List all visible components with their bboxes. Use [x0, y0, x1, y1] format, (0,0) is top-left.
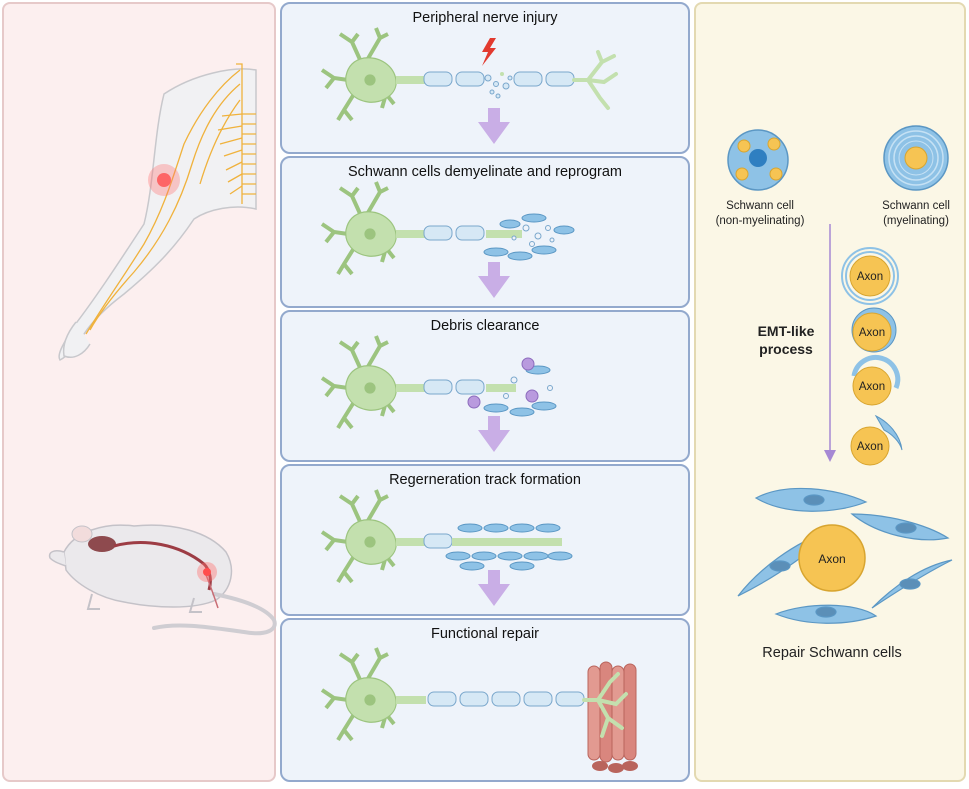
myelin-debris [511, 224, 555, 247]
macrophages [467, 357, 539, 409]
myelin-sheaths [427, 691, 585, 707]
myelinating-schwann-cell [883, 125, 949, 191]
axon-label: Axon [857, 441, 883, 453]
repair-schwann-cells-label: Repair Schwann cells [762, 645, 902, 661]
panel-title: Schwann cells demyelinate and reprogram [347, 164, 623, 180]
injury-spot [157, 173, 171, 187]
rat-illustration [48, 524, 277, 636]
down-arrow-icon [478, 416, 510, 452]
emt-process-label: EMT-like process [746, 322, 826, 358]
panel-track-formation: Regerneration track formation [280, 464, 690, 616]
panel-title: Debris clearance [430, 318, 540, 334]
injury-illustration [320, 27, 618, 144]
axon-label: Axon [818, 552, 845, 566]
panel-injury: Peripheral nerve injury [280, 2, 690, 154]
myelinating-label: Schwann cell (myelinating) [866, 199, 966, 229]
demyelination-illustration [320, 181, 575, 298]
neuron-cell-body [320, 489, 397, 584]
non-myelinating-label: Schwann cell (non-myelinating) [706, 199, 814, 229]
panel-debris-clearance: Debris clearance [280, 310, 690, 462]
axon-stage-4 [850, 414, 903, 466]
myelin-sheaths [423, 379, 485, 395]
myelin-sheaths [423, 71, 575, 87]
axon-label: Axon [859, 327, 885, 339]
panel-title: Regerneration track formation [389, 472, 581, 488]
down-arrow-icon [478, 262, 510, 298]
label-line: process [759, 341, 813, 357]
axon-labels: Axon Axon Axon Axon Axon [818, 271, 885, 566]
functional-repair-illustration [320, 647, 638, 773]
axon-stage-3 [851, 354, 901, 406]
panel-title: Peripheral nerve injury [412, 10, 558, 26]
arm-shape [58, 68, 257, 361]
label-line: (myelinating) [883, 215, 949, 227]
myelin-sheaths [423, 225, 485, 241]
rat-spinal-cord [113, 541, 212, 591]
rat-brain [88, 536, 116, 552]
track-formation-illustration [320, 489, 573, 606]
label-line: (non-myelinating) [715, 215, 805, 227]
neuron-cell-body [320, 181, 397, 276]
arm-nerves [85, 63, 256, 335]
rat-snout [48, 550, 67, 567]
axon-center [798, 524, 866, 592]
axon-label: Axon [857, 271, 883, 283]
process-arrow-head [824, 450, 836, 462]
hand-shape [62, 321, 91, 358]
panel-functional-repair: Functional repair [280, 618, 690, 782]
organism-illustrations [48, 63, 277, 636]
lightning-bolt-icon [482, 38, 496, 66]
rat-injury-spot [203, 568, 211, 576]
debris-clearance-illustration [320, 335, 557, 452]
non-myelinating-schwann-cell [727, 129, 789, 191]
myelin-debris [503, 376, 553, 399]
panel-title: Functional repair [431, 626, 539, 642]
axon-stage-1 [841, 247, 899, 305]
label-line: EMT-like [757, 323, 815, 339]
axon-label: Axon [859, 381, 885, 393]
neuron-cell-body [320, 335, 397, 430]
axon-stage-2 [851, 307, 897, 353]
rat-legs [86, 593, 202, 613]
injury-debris [484, 72, 513, 99]
label-line: Schwann cell [726, 200, 794, 212]
down-arrow-icon [478, 570, 510, 606]
organism-column [2, 2, 277, 782]
panel-demyelinate: Schwann cells demyelinate and reprogram [280, 156, 690, 308]
bands-of-bungner [445, 523, 573, 571]
schwann-cell-illustration: Axon Axon Axon Axon Axon [727, 125, 953, 624]
regenerating-axon [452, 538, 562, 546]
schwann-cells [483, 213, 575, 261]
schwann-cell-column: Axon Axon Axon Axon Axon Schwann cell (n… [694, 2, 966, 782]
neuron-cell-body [320, 647, 397, 742]
label-line: Schwann cell [882, 200, 950, 212]
axon-terminal [572, 50, 618, 110]
neuromuscular-junction [582, 672, 628, 738]
down-arrow-icon [478, 108, 510, 144]
myelin-sheaths [423, 533, 453, 549]
rat-ear [71, 525, 93, 543]
neuron-cell-body [320, 27, 397, 122]
rat-tail [152, 592, 277, 636]
human-arm-illustration [58, 63, 257, 361]
